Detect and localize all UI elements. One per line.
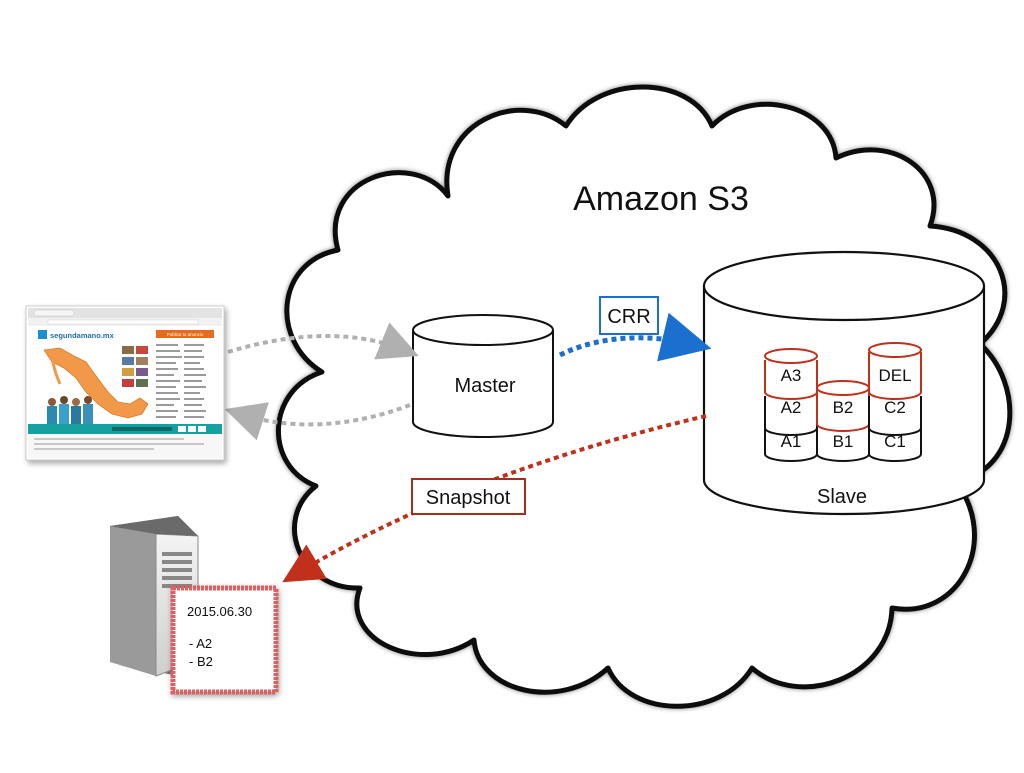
cloud-title: Amazon S3 [573, 180, 749, 218]
object-c2-label: C2 [884, 398, 906, 417]
object-a1-label: A1 [781, 432, 802, 451]
snapshot-note: 2015.06.30 - A2 - B2 [170, 585, 279, 695]
snapshot-label: Snapshot [426, 487, 511, 509]
crr-label: CRR [607, 306, 650, 328]
snapshot-item-2: - B2 [189, 654, 213, 669]
slave-label: Slave [817, 486, 867, 508]
slave-object-stacks: A3 A2 A1 B2 B1 DEL C2 C1 [764, 342, 922, 462]
snapshot-item-1: - A2 [189, 636, 212, 651]
website-screenshot: segundamano.mx Publica tu anuncio [25, 305, 225, 461]
mexico-map-icon [43, 347, 149, 419]
master-label: Master [454, 375, 515, 397]
website-banner-text: Publica tu anuncio [167, 332, 204, 337]
snapshot-label-box: Snapshot [411, 478, 526, 515]
master-database: Master [412, 314, 554, 438]
stack-a: A3 A2 A1 [764, 348, 818, 462]
snapshot-arrow [282, 414, 707, 583]
object-a3-label: A3 [781, 366, 802, 385]
state-list [156, 344, 206, 418]
crr-replication-arrow [558, 312, 712, 362]
people-image [47, 396, 93, 426]
object-b1-label: B1 [833, 432, 854, 451]
object-a2-label: A2 [781, 398, 802, 417]
object-b2-label: B2 [833, 398, 854, 417]
website-logo-text: segundamano.mx [50, 331, 115, 340]
crr-label-box: CRR [599, 296, 659, 335]
stack-b: B2 B1 [816, 380, 870, 462]
cloud-shape [276, 84, 1013, 709]
object-del-label: DEL [878, 366, 911, 385]
website-to-master-arrow [227, 322, 419, 360]
master-to-website-arrow [224, 402, 411, 441]
snapshot-date: 2015.06.30 [187, 604, 252, 619]
listing-photos [122, 346, 148, 387]
object-c1-label: C1 [884, 432, 906, 451]
stack-c: DEL C2 C1 [868, 342, 922, 462]
